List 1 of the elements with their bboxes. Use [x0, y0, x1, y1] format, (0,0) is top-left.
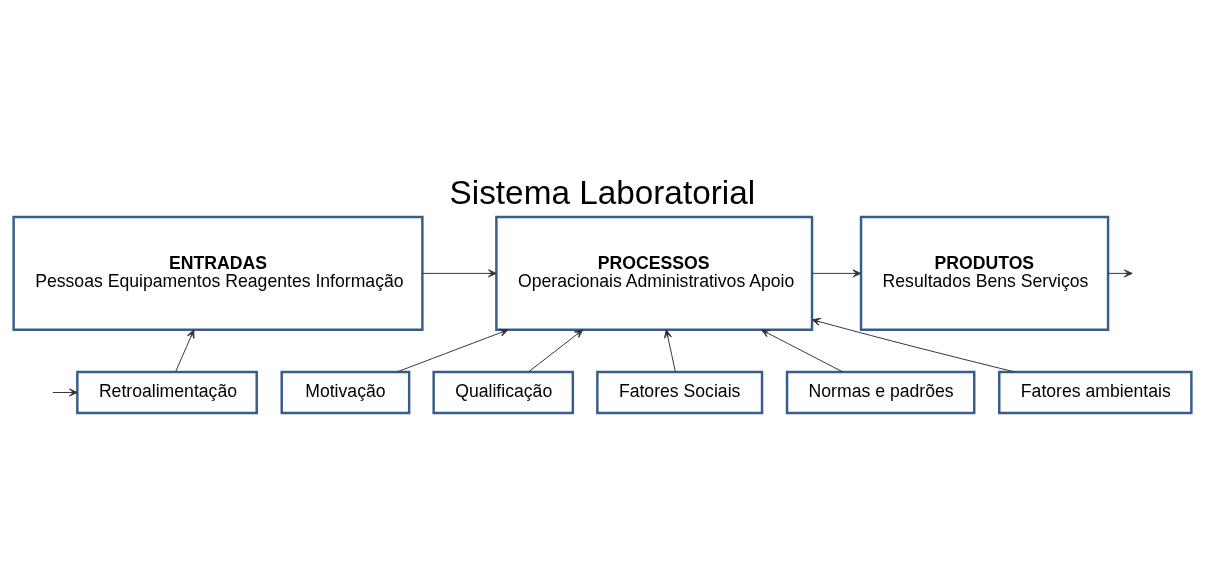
diagram-title: Sistema Laboratorial — [449, 173, 756, 211]
